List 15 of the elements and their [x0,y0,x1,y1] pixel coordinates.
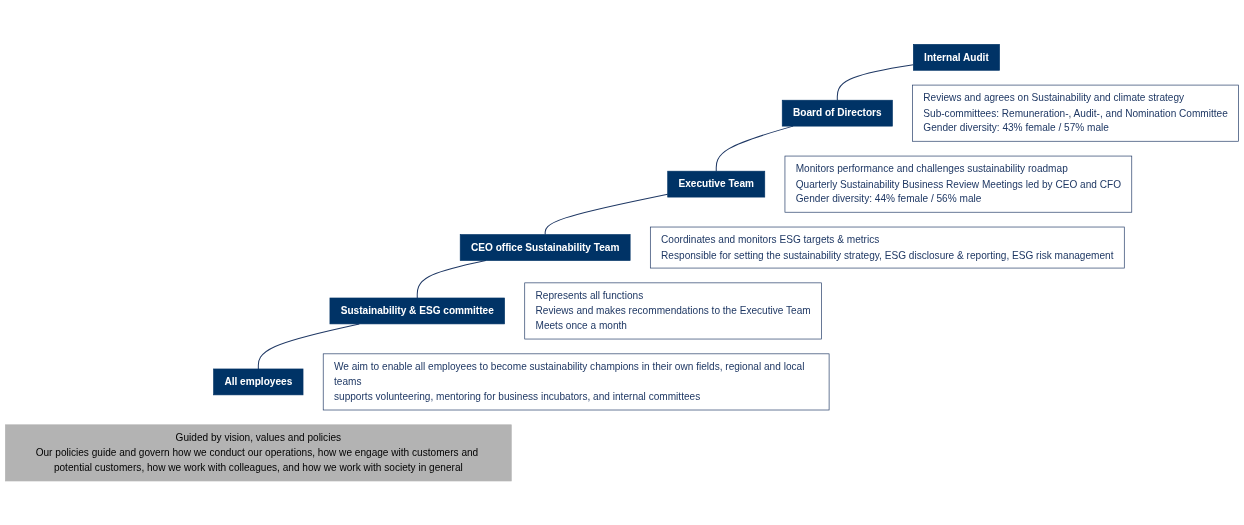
node-box: Reviews and agrees on Sustainability and climate strategy Sub-committees: Remuneration-, Audit-, and Nomination Committee Gender diversity: 43% female / 57% male [912,84,1239,142]
node-box: All employees [213,368,304,395]
node-box: We aim to enable all employees to become sustainability champions in their own fields, regional and local teams supports volunteering, mentoring for business incubators, and internal committees [322,353,830,411]
connector [544,193,669,235]
node-box: Sustainability & ESG committee [329,297,505,325]
node-box: Coordinates and monitors ESG targets & metrics Responsible for setting the sustainability strategy, ESG disclosure & reporting, ESG risk management [650,226,1125,269]
node-box: CEO office Sustainability Team [459,234,631,261]
node-box: Guided by vision, values and policies Our policies guide and govern how we conduct our operations, how we engage with customers and potential customers, how we work with colleagues, and how we work with society in general [5,424,512,482]
node-box: Executive Team [667,170,766,198]
node-box: Internal Audit [913,43,1000,71]
node-box: Represents all functions Reviews and makes recommendations to the Executive Team Meets once a month [524,282,822,340]
connector [836,64,914,101]
connector [715,125,794,172]
node-box: Monitors performance and challenges sustainability roadmap Quarterly Sustainability Business Review Meetings led by CEO and CFO Gender diversity: 44% female / 56% male [784,155,1133,213]
node-box: Board of Directors [781,99,893,127]
